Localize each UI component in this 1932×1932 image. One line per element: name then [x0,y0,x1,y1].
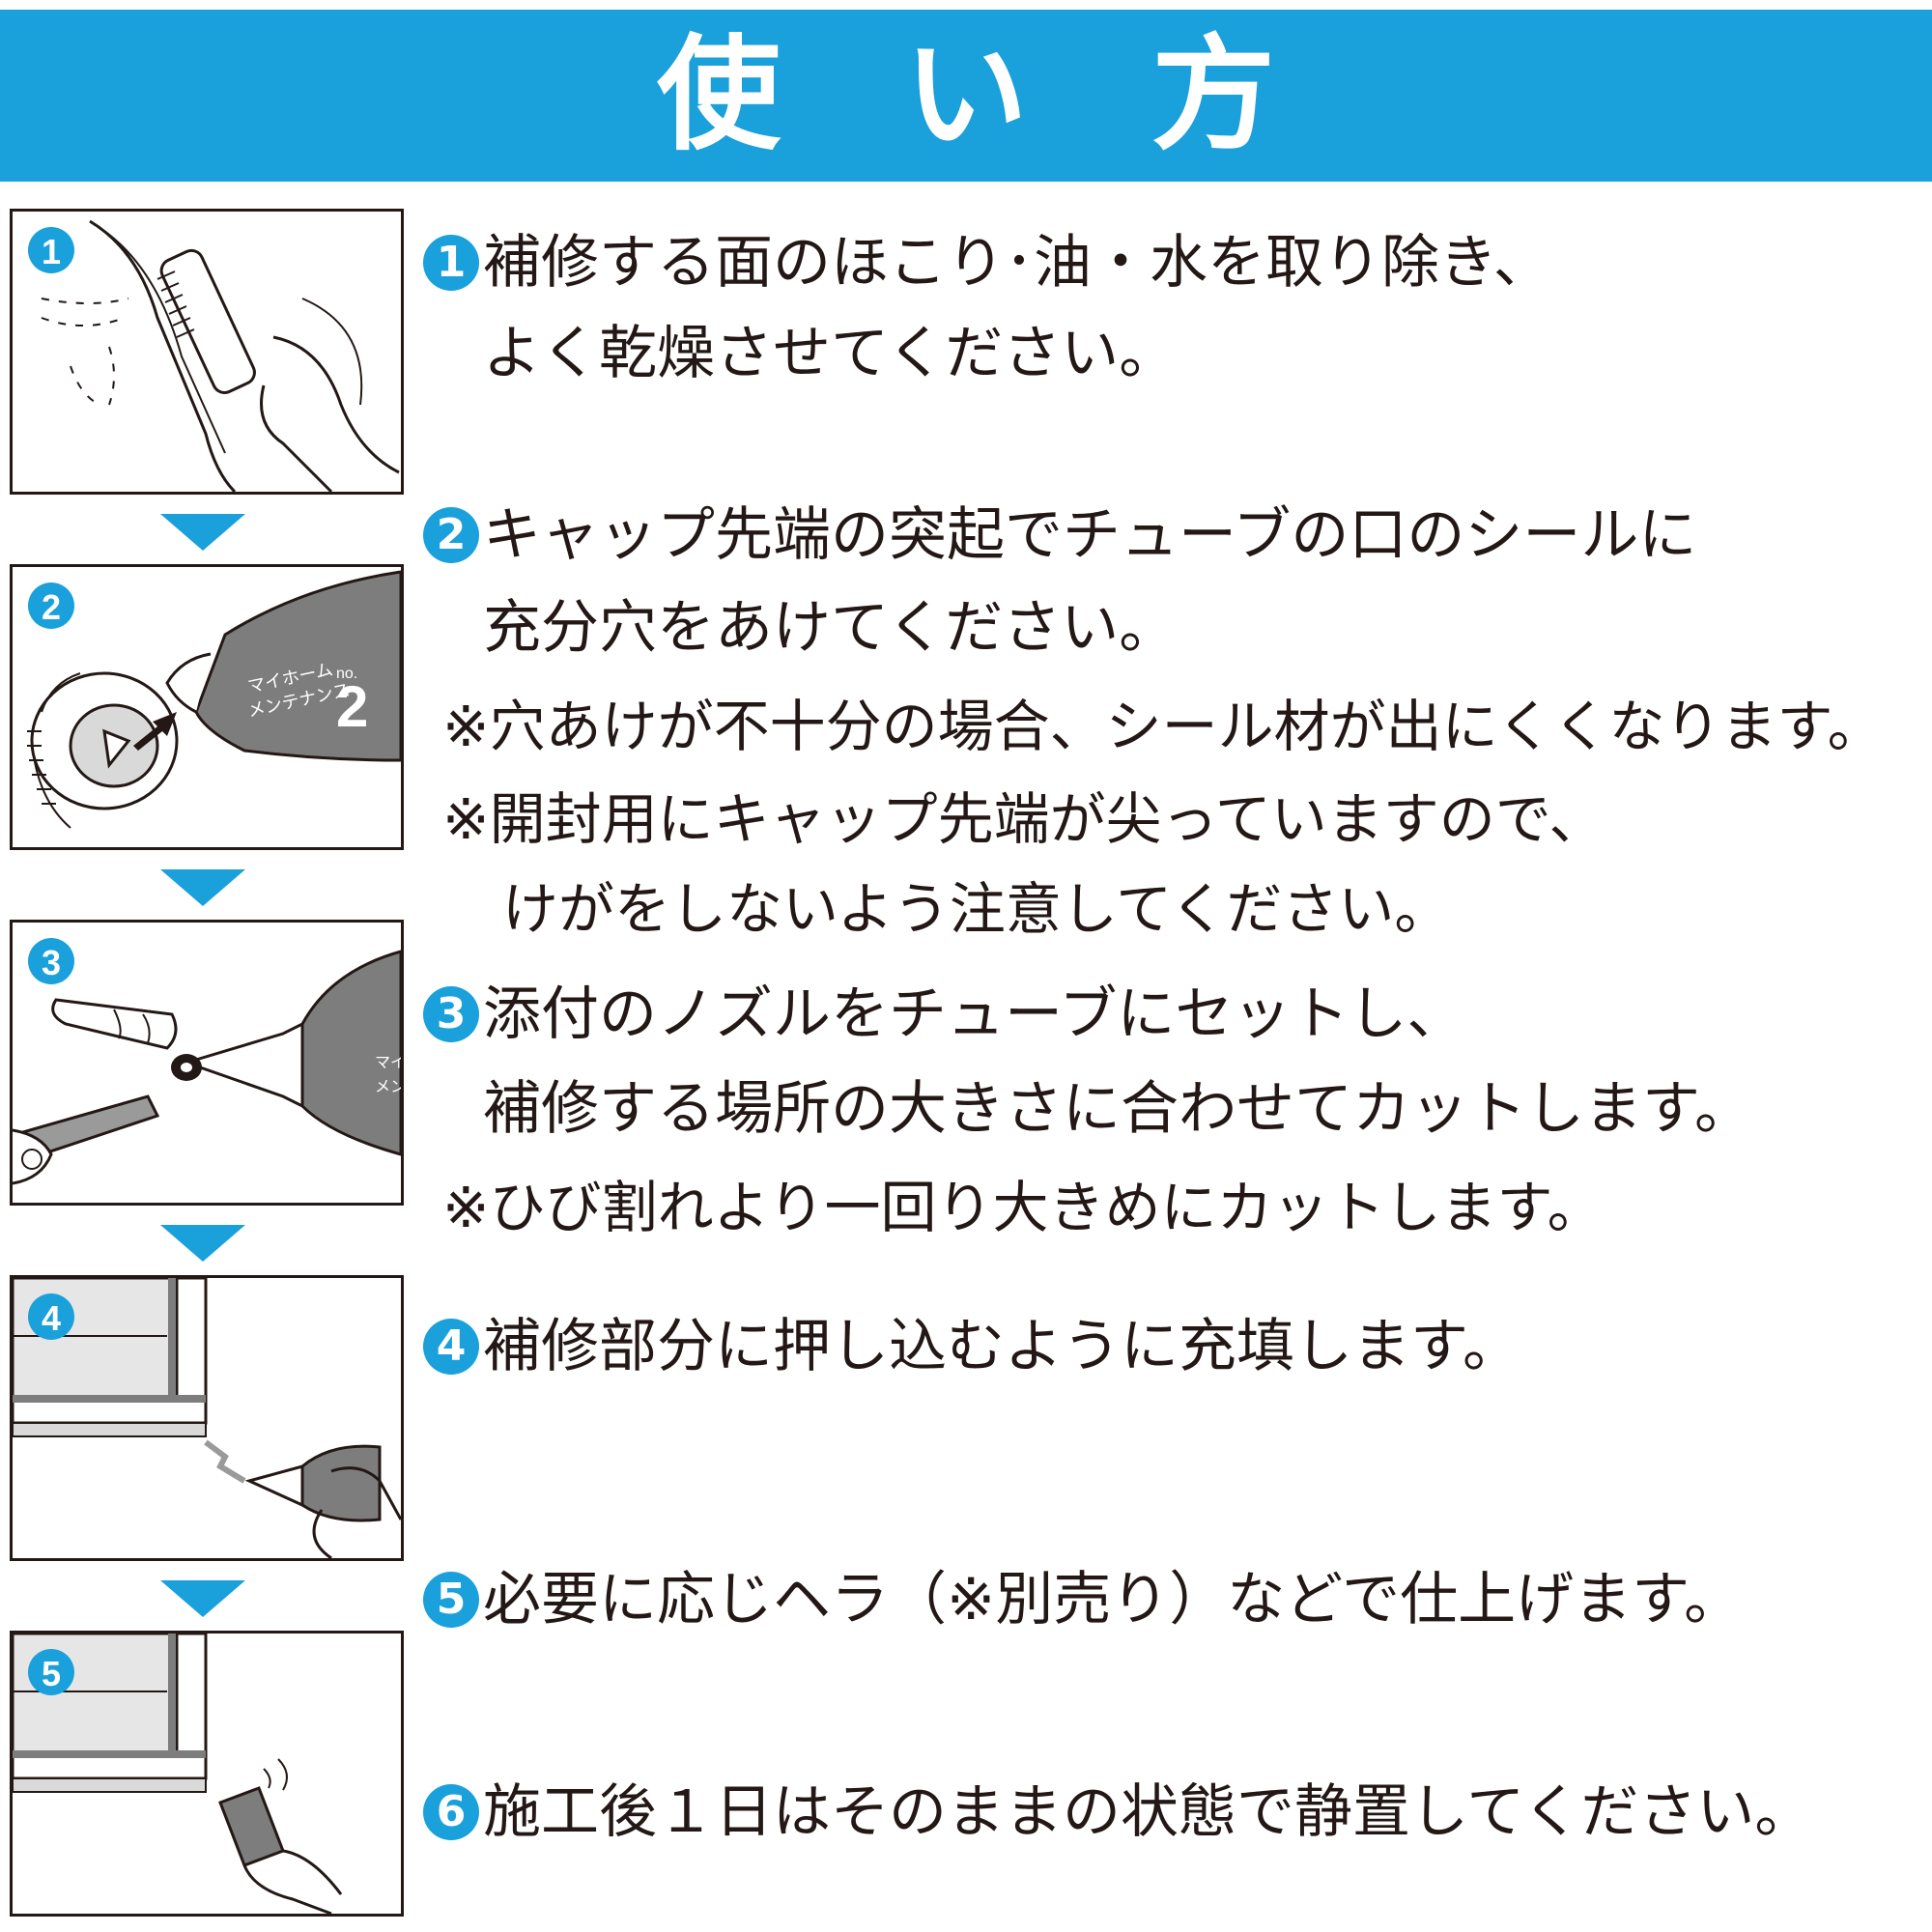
step-text: 添付のノズルをチューブにセットし、 [483,980,1464,1048]
step-number-badge: 2 [423,507,479,563]
step-text: キャップ先端の突起でチューブの口のシールに [483,501,1696,569]
arrow-down-icon [160,869,245,906]
step-number-badge: 3 [423,986,479,1042]
step-number-badge: 4 [423,1319,479,1375]
step-1-illustration: 1 [10,209,404,495]
step-text: 必要に応じヘラ（※別売り）などで仕上げます。 [483,1566,1742,1634]
step-5-illustration: 5 [10,1631,404,1917]
step-number-badge: 1 [423,235,479,291]
page-title: 使 い 方 [0,10,1932,182]
arrow-down-icon [160,514,245,551]
step-number-badge: 6 [423,1784,479,1840]
step-2-note-2: ※開封用にキャップ先端が尖っていますので、 [442,784,1605,854]
step-2-note-1: ※穴あけが不十分の場合、シール材が出にくくなります。 [442,692,1884,761]
panel-2-number: 2 [42,587,61,627]
panel-4-number: 4 [42,1298,61,1338]
header-bar: 使 い 方 [0,10,1932,182]
step-3-note-1: ※ひび割れより一回り大きめにカットします。 [442,1173,1604,1242]
tube-brand-line-1: マイ [375,1055,401,1071]
step-text: 補修する面のほこり･油・水を取り除き、 [483,229,1551,297]
step-2-note-3: けがをしないよう注意してください。 [502,874,1450,944]
tube-cap-icon: 2 マイホーム メンテナンス no. 2 [13,567,401,847]
step-3-illustration: 3 マイ メン [10,920,404,1206]
spatula-finish-icon: 5 [13,1634,401,1914]
nozzle-cut-icon: 3 マイ メン [13,923,401,1203]
arrow-down-icon [160,1580,245,1617]
step-text: 施工後１日はそのままの状態で静置してください。 [483,1778,1812,1846]
brush-cleaning-icon: 1 [13,212,401,492]
panel-3-number: 3 [42,943,61,982]
step-3-line-2: 補修する場所の大きさに合わせてカットします。 [483,1074,1752,1144]
step-4-illustration: 4 [10,1275,404,1561]
fill-crack-icon: 4 [13,1278,401,1558]
step-2-illustration: 2 マイホーム メンテナンス no. 2 [10,564,404,850]
step-2-line-2: 充分穴をあけてください。 [483,593,1177,663]
arrow-down-icon [160,1225,245,1262]
panel-1-number: 1 [42,232,61,271]
tube-brand-line-2: メン [375,1079,401,1095]
tube-brand-number: 2 [336,674,368,739]
step-1-line-2: よく乾燥させてください。 [483,319,1177,388]
step-number-badge: 5 [423,1572,479,1628]
step-text: 補修部分に押し込むように充填します。 [483,1313,1520,1380]
panel-5-number: 5 [42,1654,61,1693]
